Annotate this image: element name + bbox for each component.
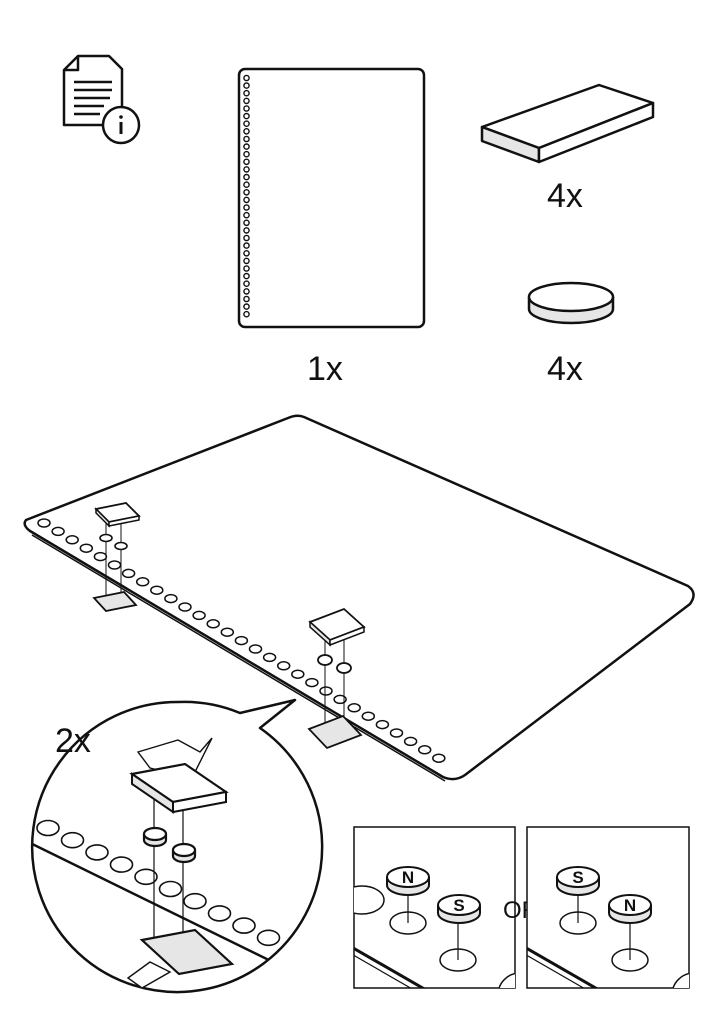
binding-hole xyxy=(134,868,158,886)
binding-hole xyxy=(243,127,250,135)
notebook-quantity: 1x xyxy=(307,350,343,388)
binding-hole xyxy=(164,593,178,604)
binding-hole xyxy=(243,166,250,173)
perspective-sheet xyxy=(23,414,695,782)
binding-hole xyxy=(375,719,390,730)
magnet-north-label: N xyxy=(624,896,636,915)
binding-hole xyxy=(432,753,446,763)
magnet-quantity: 4x xyxy=(547,350,583,388)
binding-hole xyxy=(243,112,250,120)
binding-hole xyxy=(243,280,250,288)
binding-hole xyxy=(262,652,277,663)
binding-hole xyxy=(178,602,192,612)
binding-hole xyxy=(243,196,250,204)
binding-hole xyxy=(291,669,305,679)
binding-hole xyxy=(243,310,250,318)
polarity-option-2: S N xyxy=(526,826,690,989)
binding-hole xyxy=(243,97,250,105)
binding-hole xyxy=(243,181,250,188)
binding-hole xyxy=(243,105,250,112)
magnet-disc xyxy=(527,281,615,325)
binding-hole xyxy=(234,635,249,646)
pad-quantity: 4x xyxy=(547,177,583,215)
binding-hole xyxy=(243,135,250,143)
binding-hole xyxy=(36,819,60,837)
binding-hole xyxy=(243,89,250,97)
binding-hole xyxy=(243,288,250,295)
binding-hole xyxy=(243,257,250,265)
assembly-left xyxy=(92,502,141,612)
binding-hole xyxy=(107,560,122,570)
binding-hole xyxy=(207,905,232,922)
binding-hole xyxy=(417,745,432,755)
binding-hole xyxy=(192,610,206,621)
binding-hole xyxy=(37,518,51,528)
binding-hole xyxy=(243,211,250,219)
binding-hole xyxy=(243,219,250,227)
binding-hole xyxy=(243,234,250,242)
binding-hole xyxy=(243,173,250,181)
binding-hole xyxy=(220,627,235,637)
document-info-icon xyxy=(62,54,141,145)
binding-hole xyxy=(243,242,250,249)
binding-hole xyxy=(85,844,109,861)
magnet-north-label: N xyxy=(402,868,414,887)
binding-hole xyxy=(135,577,150,587)
binding-hole xyxy=(158,880,183,898)
binding-hole xyxy=(389,728,404,738)
binding-hole xyxy=(65,535,79,545)
binding-hole xyxy=(347,703,361,713)
binding-hole xyxy=(121,568,136,579)
binding-hole xyxy=(243,143,250,150)
polarity-option-1: N S xyxy=(353,826,516,989)
magnet-south-label: S xyxy=(453,896,464,915)
binding-hole xyxy=(243,295,250,303)
binding-hole xyxy=(243,150,250,158)
binding-hole xyxy=(243,158,250,166)
notebook-sheet xyxy=(237,67,426,329)
zoom-detail xyxy=(30,698,324,994)
adhesive-pad xyxy=(480,83,655,164)
binding-hole xyxy=(243,188,250,196)
binding-hole xyxy=(319,686,333,696)
binding-hole xyxy=(150,585,164,595)
binding-hole xyxy=(276,661,291,671)
binding-hole xyxy=(93,551,108,562)
binding-hole xyxy=(256,929,281,947)
binding-hole xyxy=(243,227,250,234)
binding-hole xyxy=(60,831,85,849)
binding-hole xyxy=(109,856,134,873)
binding-hole xyxy=(248,644,263,654)
binding-hole xyxy=(79,543,94,553)
binding-hole xyxy=(183,892,207,910)
binding-hole xyxy=(333,694,347,705)
binding-hole xyxy=(51,526,65,537)
binding-hole xyxy=(243,82,250,89)
binding-hole xyxy=(243,249,250,257)
binding-hole xyxy=(243,303,250,310)
binding-hole xyxy=(361,711,376,721)
binding-hole xyxy=(243,120,250,127)
assembly-right xyxy=(307,607,366,750)
binding-hole xyxy=(206,619,220,629)
magnet-south-label: S xyxy=(572,868,583,887)
zoom-quantity: 2x xyxy=(55,722,91,760)
binding-hole xyxy=(305,677,319,688)
binding-hole xyxy=(243,204,250,211)
binding-hole xyxy=(243,272,250,280)
binding-hole xyxy=(232,917,256,934)
binding-hole xyxy=(403,736,418,747)
binding-hole xyxy=(243,74,250,82)
binding-hole xyxy=(243,265,250,272)
